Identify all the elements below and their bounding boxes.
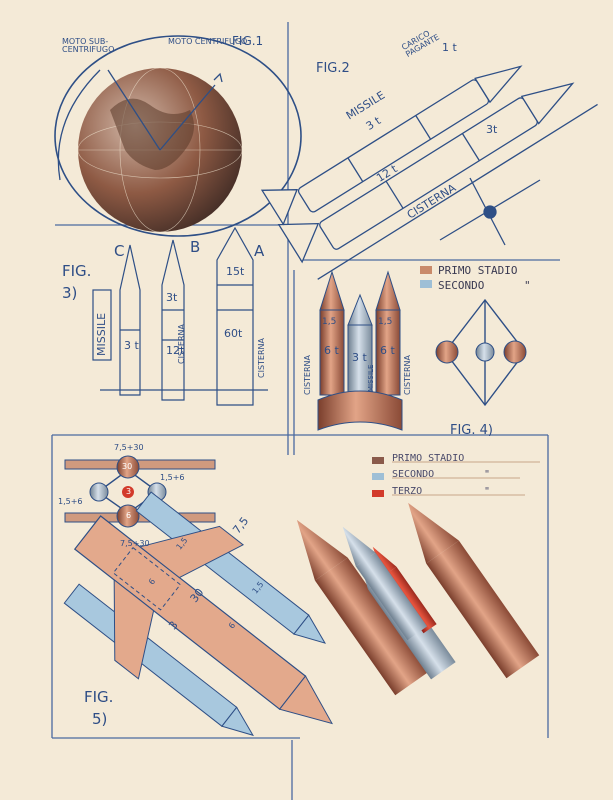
fig4-legend-primo: PRIMO STADIO: [438, 264, 518, 277]
fig3-tank-a: CISTERNA: [257, 338, 266, 378]
fig4-title: FIG. 4): [450, 423, 493, 438]
fig5-side-label-a: 1,5+6: [160, 473, 185, 482]
fig1-label-sub: MOTO SUB-CENTRIFUGO: [62, 37, 115, 54]
fig4-right-mid: 6 t: [380, 344, 395, 357]
fig3-rockets: [92, 226, 268, 406]
fig3-b-top: 3t: [166, 291, 178, 304]
fig3-tank-b: CISTERNA: [177, 324, 186, 364]
legend-swatch-secondo-5: [372, 473, 384, 480]
fig5-number: 5): [92, 710, 108, 728]
fig5-painted-cluster: [296, 502, 540, 696]
fig2-side-mass: 3t: [486, 123, 498, 136]
fig3-number: 3): [62, 284, 78, 302]
fig5-rocket: [63, 491, 334, 737]
fig4-missile: MISSILE: [367, 364, 375, 392]
fig1-label-centri: MOTO CENTRIFUGO: [168, 37, 248, 46]
fig5-ringview: [64, 455, 216, 528]
fig5-center-val: 3: [126, 487, 132, 496]
fig5-legend-primo: PRIMO STADIO: [392, 453, 465, 464]
fig3-missile: MISSILE: [95, 312, 108, 356]
fig2-title: FIG.2: [316, 61, 350, 76]
fig3-col-c: C: [114, 242, 125, 260]
fig5-legend-terzo: TERZO: [392, 486, 423, 497]
fig5-legend-secondo: SECONDO: [392, 469, 435, 480]
fig4-legend-secondo: SECONDO: [438, 279, 485, 292]
fig5-title: FIG.: [84, 688, 114, 706]
fig5-ring-b: 6: [126, 511, 132, 520]
fig4-tank-left: CISTERNA: [303, 355, 312, 395]
fig5-legend-secondo-mark: ": [484, 469, 491, 480]
fig4-center-mid: 3 t: [352, 351, 367, 364]
fig5-top-label: 7,5+30: [114, 443, 144, 452]
fig4-legend-mark: ": [524, 279, 531, 292]
fig1-globe: [54, 35, 302, 237]
fig4-left-top: 1,5: [322, 317, 337, 327]
fig4-rockets: [317, 270, 403, 431]
fig4-left-mid: 6 t: [324, 344, 339, 357]
legend-swatch-secondo: [420, 280, 432, 288]
fig5-side-label-b: 1,5+6: [58, 497, 83, 506]
fig5-ring-top: 30: [122, 462, 133, 471]
fig5-bottom-label: 7,5+30: [120, 539, 150, 548]
fig3-a-mid: 60t: [224, 327, 243, 340]
legend-swatch-terzo-5: [372, 490, 384, 497]
fig3-b-mid: 12t: [166, 344, 185, 357]
fig4-right-top: 1,5: [378, 317, 393, 327]
legend-swatch-primo: [420, 266, 432, 274]
fig4-tank-right: CISTERNA: [403, 355, 412, 395]
fig3-title: FIG.: [62, 262, 92, 280]
fig1-title: FIG.1: [232, 34, 264, 48]
fig5-legend-terzo-mark: ": [484, 486, 491, 497]
fig3-col-a: A: [254, 242, 265, 260]
fig4-topview: [435, 298, 527, 407]
fig3-col-b: B: [190, 238, 201, 256]
fig2-payload-mass: 1 t: [442, 41, 457, 54]
fig3-c-mass: 3 t: [124, 339, 139, 352]
fig3-a-top: 15t: [226, 265, 245, 278]
legend-swatch-primo-5: [372, 457, 384, 464]
